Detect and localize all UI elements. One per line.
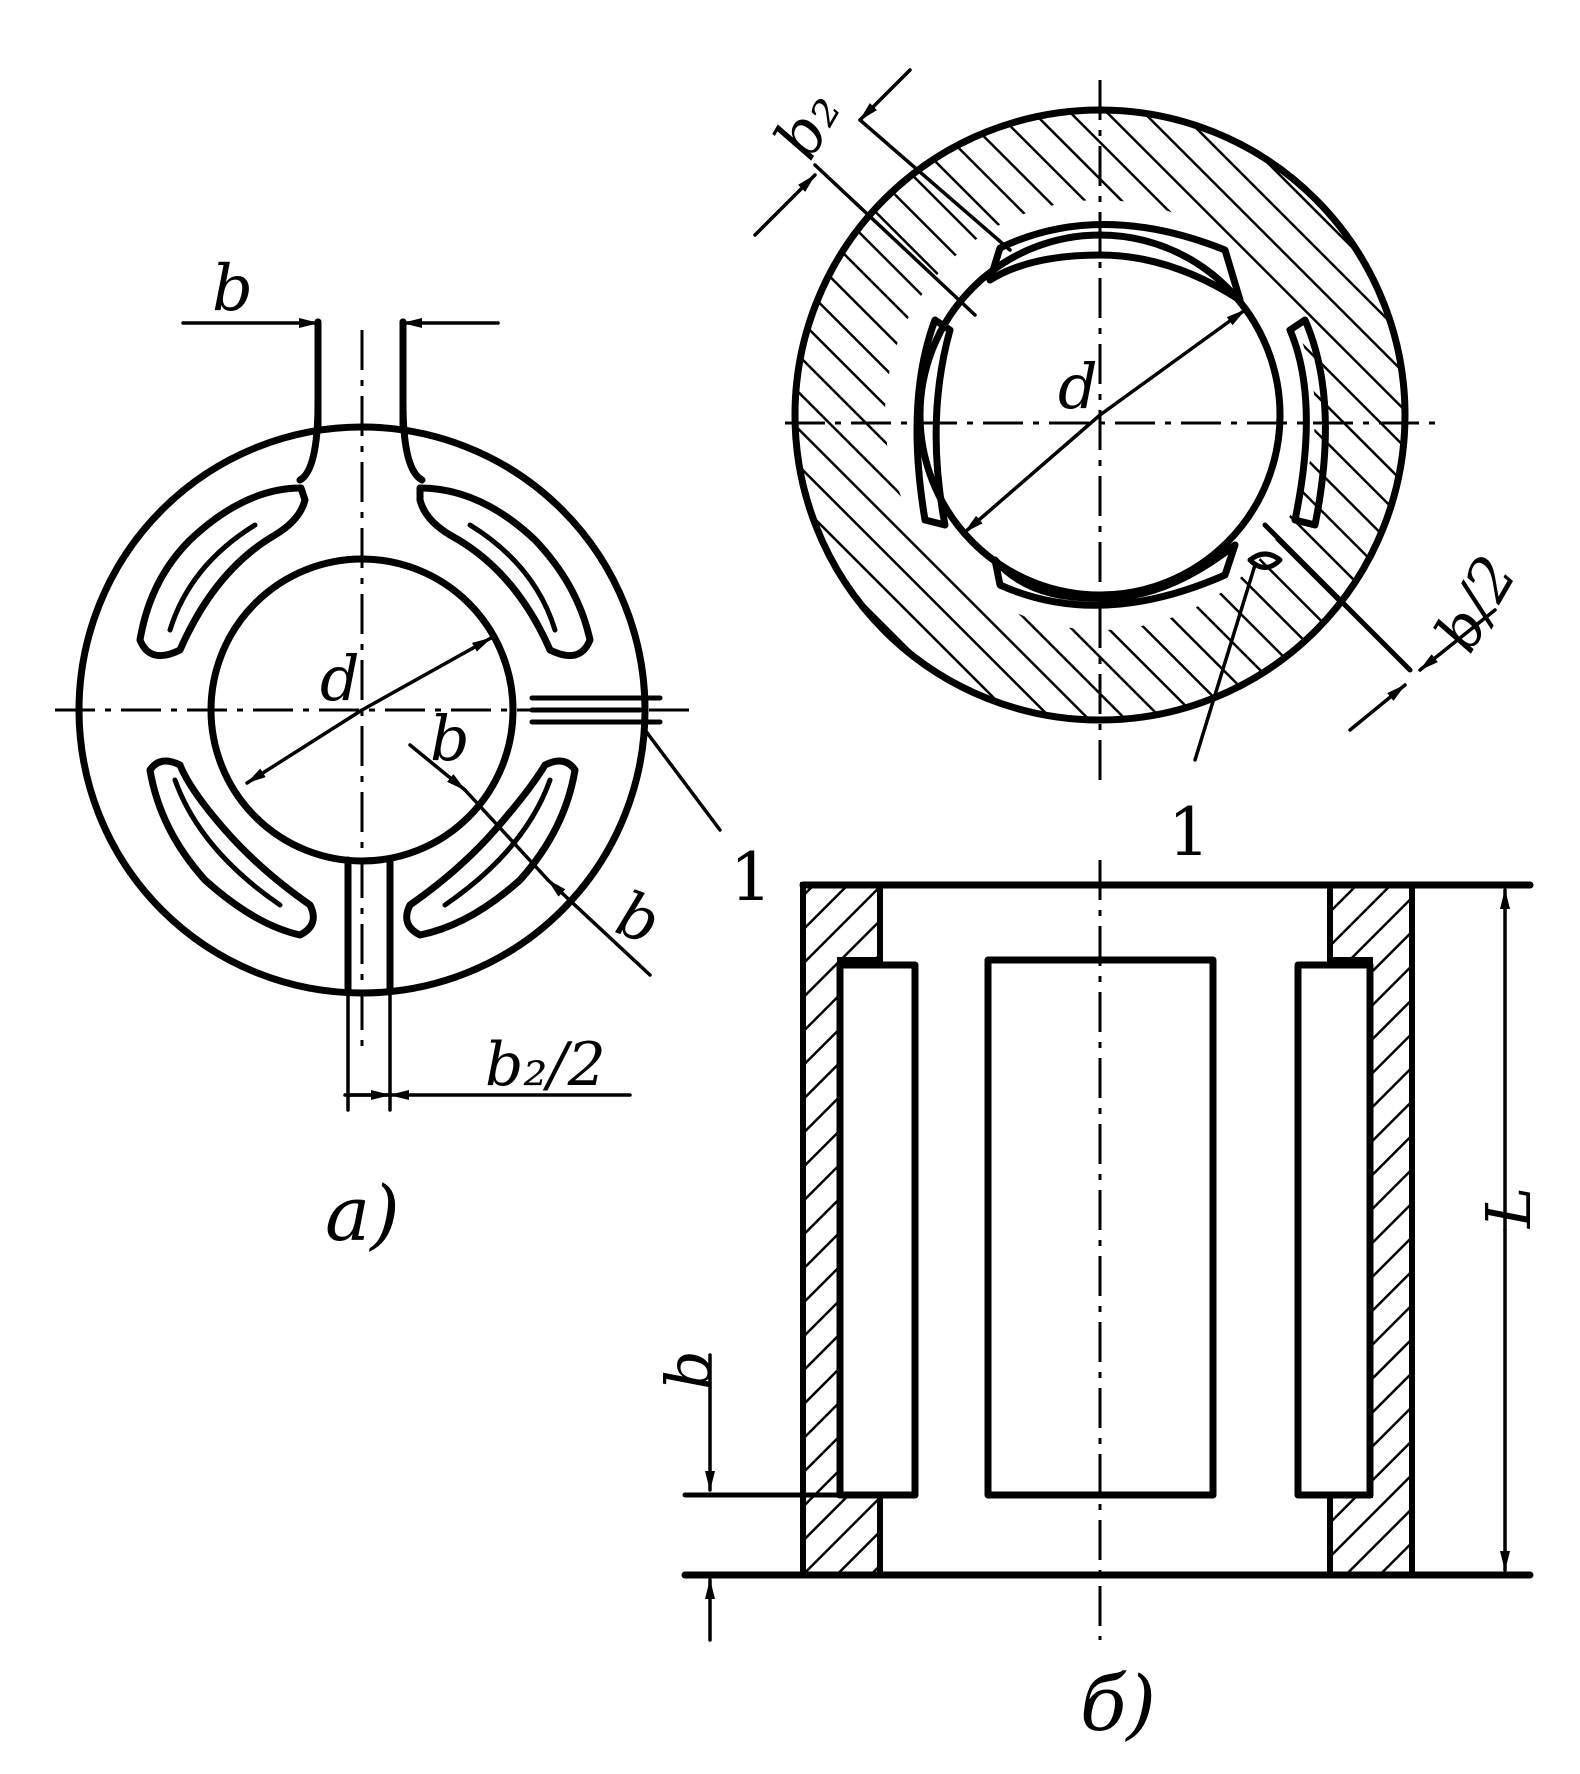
fig-a-caption: а) [325,1169,400,1258]
fig-b-channel-bottom [991,541,1239,609]
fig-a-label-1: 1 [730,839,772,916]
fig-b-channel-top [986,221,1244,304]
fig-b-label-b-half: b/2 [1422,545,1531,664]
fig-b-b2-arrow1 [753,173,817,237]
fig-b-caption: б) [1080,1659,1156,1748]
fig-a-top-channel-walls [314,318,407,434]
fig-a-label-b-top: b [212,252,253,326]
fig-a-dim-b-diag-ext [463,788,550,882]
figure-b-section-view: L b б) [652,860,1545,1748]
fig-b-b2-ext1 [813,163,977,317]
fig-a-cavity-inner-1 [167,522,258,633]
fig-a-cavity-top-left [136,484,309,660]
fig-a-label-d: d [320,642,360,715]
fig-b-label-1: 1 [1168,794,1210,871]
fig-b-dim-d-arrow2 [963,413,1102,534]
fig-a-cavity-top-right [416,484,594,660]
fig-b-dim-d-arrow1 [1098,308,1247,417]
fig-b-b2-ext2 [858,118,1012,252]
fig-b-left-slot [836,961,919,1499]
fig-b-leader-1 [1193,563,1257,762]
fig-a-dim-b-diag-line [408,743,467,792]
fig-a-leader-1 [643,728,722,832]
fig-b-channel-right [1286,316,1329,529]
fig-a-cavity-bottom-right [403,757,579,939]
fig-b-small-hole [1247,551,1283,570]
figure-b-top-view: d b₂ b/2 1 [753,68,1531,871]
fig-a-cavity-inner-4 [442,777,553,908]
fig-a-label-b2-half: b₂/2 [485,1030,606,1100]
fig-a-label-b-diag2: b [607,877,669,959]
fig-a-bottom-channel [344,856,394,994]
fig-b-bhalf-arrow2 [1348,683,1407,732]
fig-b-radial-slot [1262,522,1413,673]
fig-b-label-d: d [1058,350,1098,423]
fig-a-label-b-diag1: b [430,702,470,775]
fig-b-channel-left [913,316,954,529]
fig-b-right-slot [1294,961,1374,1499]
fig-a-cavity-bottom-left [146,757,317,939]
fig-a-dim-b-diag-line2 [546,878,652,977]
fig-a-dim-d-line2 [245,708,364,785]
fig-a-cavity-inner-2 [467,522,558,633]
fig-b-b2-arrow2 [858,68,912,122]
fig-b-label-b: b [652,1350,725,1390]
fig-a-dim-d-line [360,636,493,712]
fig-b-label-L: L [1472,1187,1545,1229]
figure-a: b d b b b₂/2 1 а) [55,252,772,1258]
fig-b-bhalf-arrow1 [1418,608,1497,672]
fig-a-cavity-inner-3 [172,777,283,908]
